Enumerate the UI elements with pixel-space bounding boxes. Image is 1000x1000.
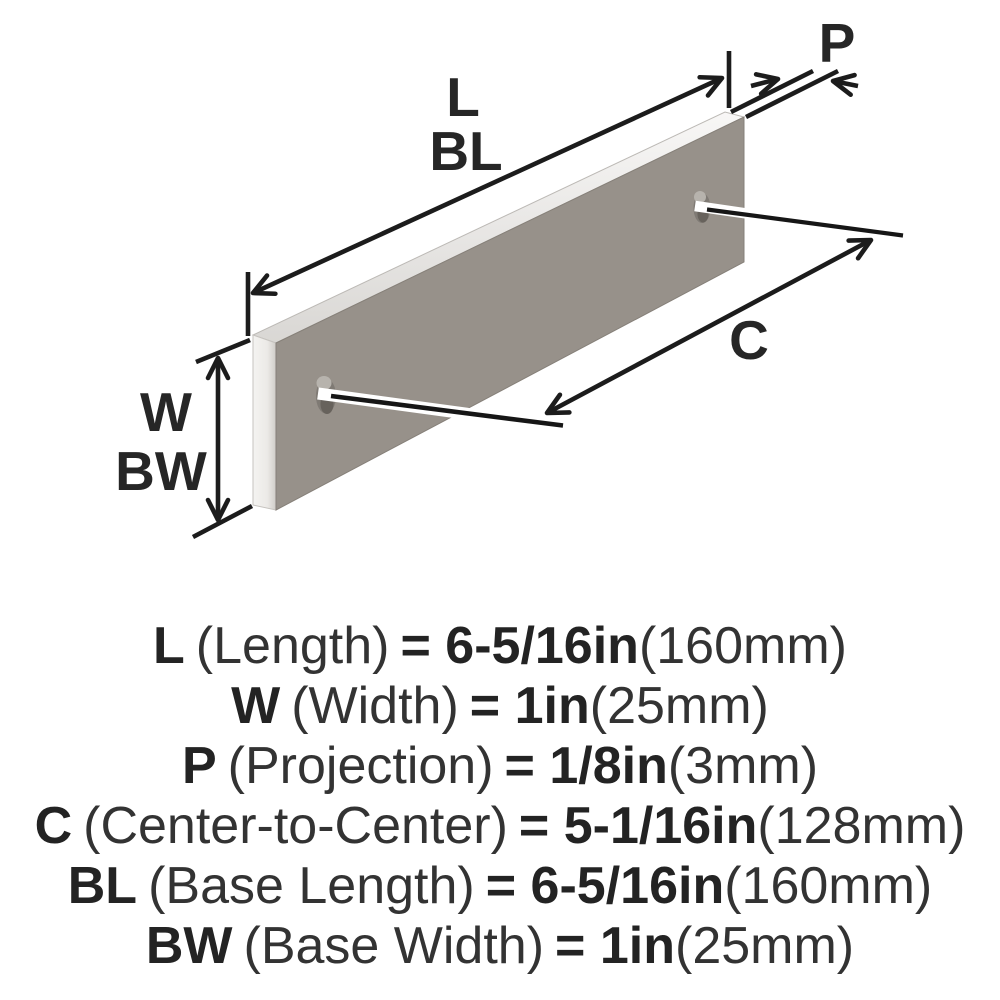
spec-line-center-to-center: C(Center-to-Center)= 5-1/16in(128mm) <box>0 796 1000 856</box>
spec-list: L(Length)= 6-5/16in(160mm) W(Width)= 1in… <box>0 616 1000 976</box>
spec-line-length: L(Length)= 6-5/16in(160mm) <box>0 616 1000 676</box>
label-projection: P <box>819 12 856 74</box>
dimension-width <box>191 337 254 540</box>
spec-code: C <box>34 797 73 855</box>
spec-value: = 1in <box>555 917 675 975</box>
projection-arrow-left <box>750 72 781 96</box>
dimension-center-to-center <box>544 237 874 416</box>
spec-name: (Width) <box>291 677 459 735</box>
spec-code: BW <box>145 917 233 975</box>
dimension-length <box>245 51 732 336</box>
spec-metric: (160mm) <box>724 857 933 915</box>
length-arrow <box>250 74 725 297</box>
spec-name: (Base Width) <box>243 917 545 975</box>
width-tick-bottom <box>191 503 254 540</box>
spec-metric: (128mm) <box>757 797 966 855</box>
spec-metric: (160mm) <box>638 617 847 675</box>
spec-value: = 1/8in <box>504 737 668 795</box>
spec-value: = 1in <box>469 677 590 735</box>
center-to-center-arrow <box>544 237 874 416</box>
plate-side-face <box>252 334 277 511</box>
width-tick-top <box>195 337 251 365</box>
spec-name: (Projection) <box>227 737 494 795</box>
spec-metric: (25mm) <box>589 677 769 735</box>
spec-value: = 6-5/16in <box>400 617 639 675</box>
spec-code: P <box>181 737 217 795</box>
screw-axis-line-right <box>694 200 906 242</box>
spec-line-base-width: BW(Base Width)= 1in(25mm) <box>0 916 1000 976</box>
label-base-length: BL <box>429 120 502 182</box>
dimension-projection <box>729 68 859 120</box>
projection-ext-line-front <box>744 68 840 120</box>
spec-code: L <box>153 617 185 675</box>
label-center-to-center: C <box>729 309 769 371</box>
spec-value: = 5-1/16in <box>518 797 758 855</box>
spec-code: BL <box>67 857 138 915</box>
screw-axis-line-left <box>317 387 566 433</box>
label-base-width: BW <box>115 440 207 502</box>
spec-name: (Base Length) <box>148 857 475 915</box>
label-length: L <box>446 66 480 128</box>
spec-code: W <box>231 677 281 735</box>
diagram-canvas: L BL P C W BW <box>115 12 906 540</box>
spec-metric: (25mm) <box>675 917 855 975</box>
spec-line-width: W(Width)= 1in(25mm) <box>0 676 1000 736</box>
spec-value: = 6-5/16in <box>485 857 725 915</box>
spec-name: (Center-to-Center) <box>83 797 508 855</box>
spec-line-base-length: BL(Base Length)= 6-5/16in(160mm) <box>0 856 1000 916</box>
spec-metric: (3mm) <box>667 737 819 795</box>
spec-line-projection: P(Projection)= 1/8in(3mm) <box>0 736 1000 796</box>
spec-name: (Length) <box>195 617 390 675</box>
projection-arrow-right <box>830 72 859 98</box>
label-width: W <box>140 381 192 443</box>
